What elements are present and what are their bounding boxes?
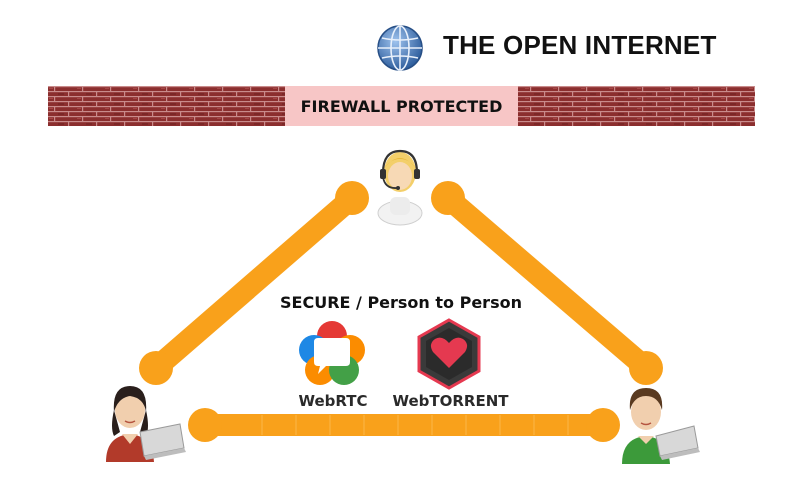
laptop-user-icon [106,386,186,462]
node-top-right [431,181,465,215]
node-bottom-left [188,408,222,442]
node-top-left [335,181,369,215]
node-bottom-right [586,408,620,442]
connection-line-top-right [440,189,654,377]
firewall-label: FIREWALL PROTECTED [285,86,518,126]
globe-icon [377,25,423,71]
node-right-upper [629,351,663,385]
webtorrent-label: WebTORRENT [392,392,509,410]
webtorrent-logo [417,318,481,390]
connection-line-top-left [148,189,360,377]
webrtc-label: WebRTC [298,392,368,410]
page-title: THE OPEN INTERNET [443,30,717,60]
secure-p2p-label: SECURE / Person to Person [280,293,522,312]
node-left-upper [139,351,173,385]
webrtc-logo [299,321,365,385]
headset-user-icon [377,149,423,226]
laptop-user-icon [622,388,700,464]
